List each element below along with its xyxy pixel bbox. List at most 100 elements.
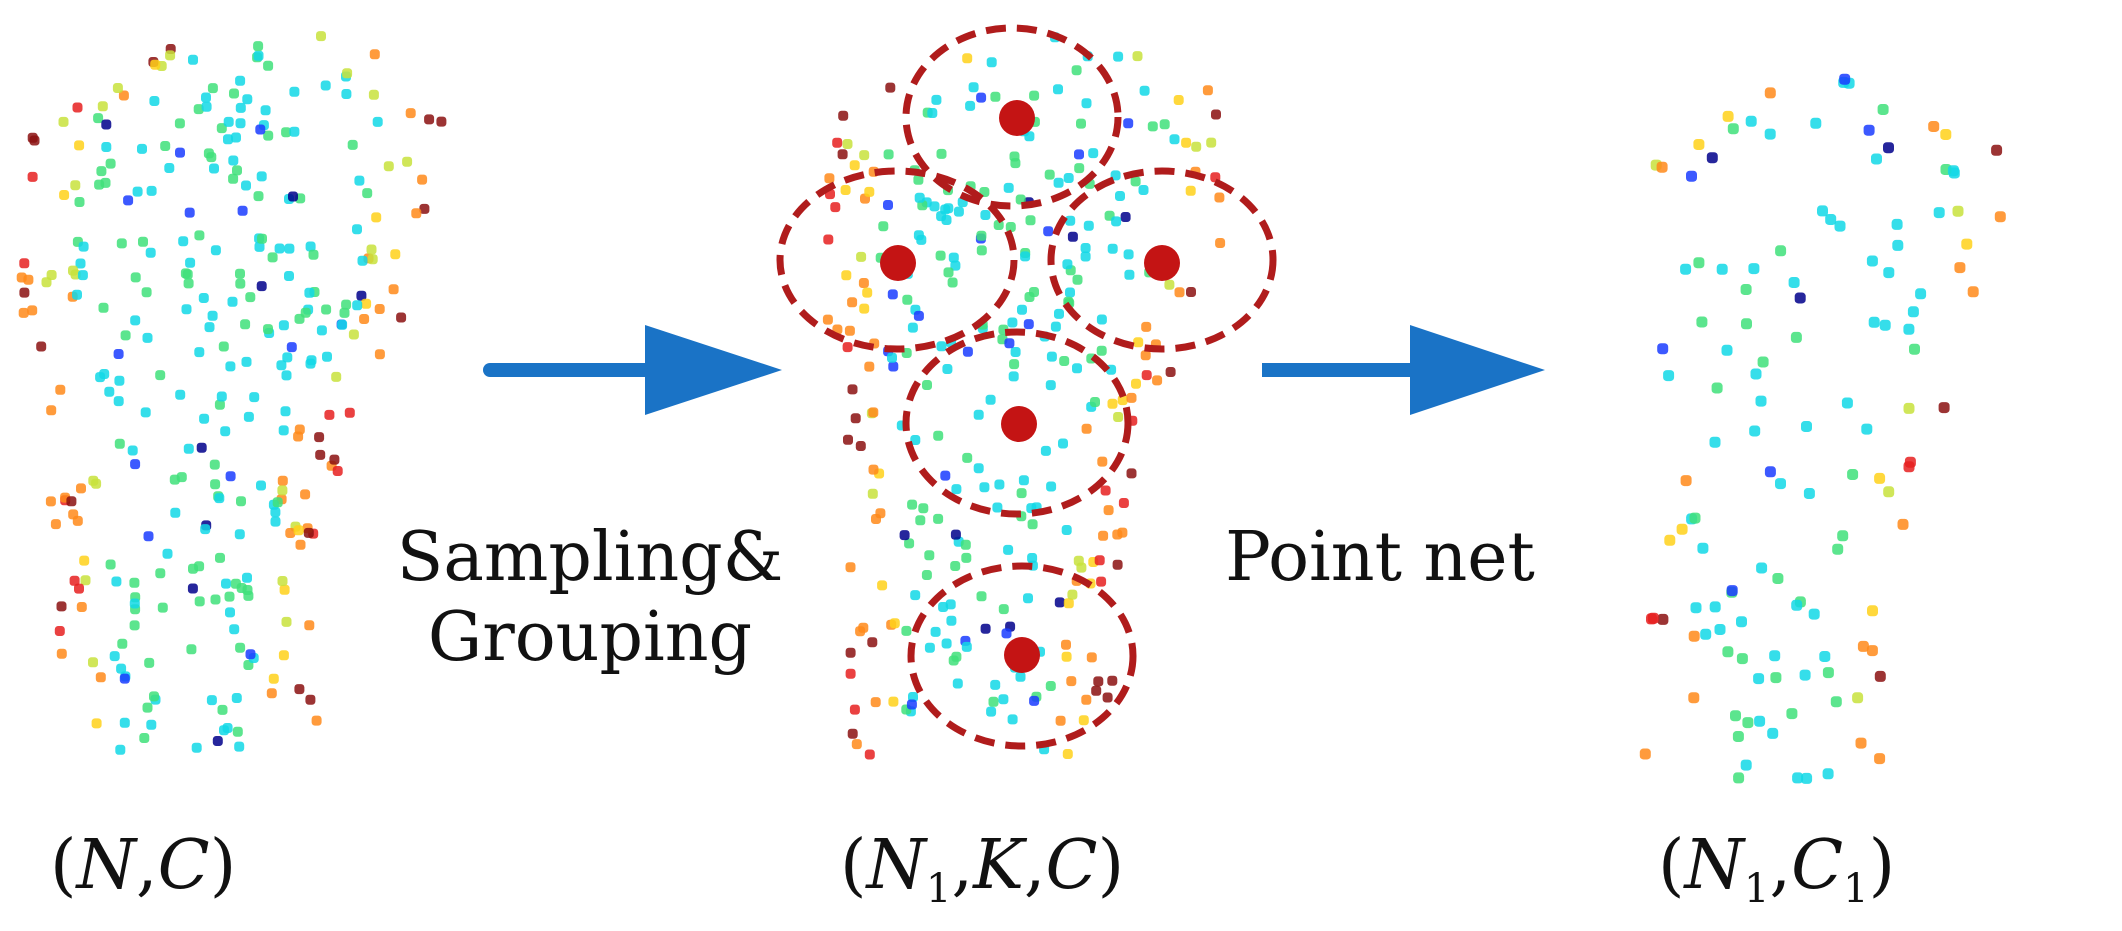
- point-cloud-dot: [66, 496, 77, 507]
- point-cloud-dot: [1915, 288, 1927, 300]
- point-cloud-dot: [1769, 650, 1781, 662]
- point-cloud-dot: [324, 409, 335, 420]
- point-cloud-dot: [1726, 585, 1738, 597]
- point-cloud-dot: [1073, 555, 1084, 566]
- var-c: C: [157, 826, 210, 905]
- point-cloud-dot: [855, 441, 866, 451]
- point-cloud-dot: [117, 638, 128, 649]
- point-cloud-dot: [961, 552, 972, 563]
- point-cloud-dot: [263, 324, 273, 335]
- point-cloud-dot: [1688, 630, 1700, 642]
- point-cloud-dot: [1004, 338, 1015, 349]
- point-cloud-dot: [220, 426, 231, 437]
- point-cloud-dot: [868, 407, 879, 418]
- point-cloud-dot: [990, 679, 1001, 690]
- point-cloud-dot: [242, 585, 253, 595]
- point-cloud-dot: [424, 114, 435, 125]
- point-cloud-dot: [95, 672, 106, 683]
- point-cloud-dot: [943, 267, 954, 278]
- point-cloud-dot: [165, 50, 176, 61]
- point-cloud-dot: [129, 620, 140, 631]
- point-cloud-dot: [1140, 350, 1151, 361]
- point-cloud-dot: [968, 82, 979, 93]
- point-cloud-dot: [130, 315, 141, 326]
- point-cloud-dot: [868, 464, 879, 475]
- point-cloud-dot: [953, 206, 964, 217]
- point-cloud-dot: [1866, 645, 1878, 657]
- point-cloud-dot: [822, 314, 833, 325]
- point-cloud-dot: [276, 360, 287, 371]
- point-cloud-dot: [277, 475, 288, 486]
- point-cloud-dot: [18, 307, 29, 318]
- point-cloud-dot: [1088, 148, 1099, 159]
- point-cloud-dot: [372, 116, 383, 127]
- point-cloud-dot: [199, 413, 210, 424]
- point-cloud-dot: [1053, 177, 1064, 188]
- point-cloud-dot: [1799, 669, 1811, 681]
- point-cloud-dot: [79, 555, 90, 566]
- point-cloud-dot: [235, 102, 246, 113]
- point-cloud-dot: [277, 576, 288, 586]
- point-cloud-dot: [980, 623, 991, 634]
- point-cloud-dot: [218, 341, 229, 352]
- point-cloud-dot: [217, 704, 228, 715]
- point-cloud-dot: [138, 236, 148, 247]
- point-cloud-dot: [1855, 737, 1867, 749]
- point-cloud-dot: [927, 108, 938, 118]
- point-cloud-dot: [254, 241, 265, 252]
- point-cloud-dot: [945, 599, 956, 610]
- point-cloud-dot: [913, 174, 924, 185]
- point-cloud-dot: [1764, 466, 1776, 478]
- point-cloud-dot: [1040, 445, 1051, 456]
- point-cloud-dot: [212, 736, 223, 746]
- point-cloud-dot: [1676, 523, 1688, 535]
- point-cloud-dot: [962, 452, 973, 463]
- point-cloud-dot: [278, 650, 289, 661]
- point-cloud-dot: [847, 728, 858, 739]
- point-cloud-dot: [200, 524, 211, 535]
- point-cloud-dot: [1742, 717, 1754, 729]
- point-cloud-dot: [105, 158, 116, 169]
- point-cloud-dot: [139, 733, 150, 743]
- point-cloud-dot: [1837, 530, 1849, 542]
- point-cloud-dot: [1029, 90, 1040, 101]
- point-cloud-dot: [1071, 65, 1082, 76]
- var-n: N: [1684, 826, 1745, 905]
- point-cloud-dot: [231, 693, 242, 703]
- point-cloud-dot: [270, 516, 281, 527]
- point-cloud-dot: [359, 314, 370, 324]
- point-cloud-dot: [223, 116, 234, 127]
- point-cloud-dot: [1214, 192, 1225, 203]
- point-cloud-dot: [1857, 640, 1869, 652]
- point-cloud-dot: [993, 220, 1004, 230]
- point-cloud-dot: [1015, 671, 1026, 682]
- point-cloud-dot: [321, 304, 332, 315]
- point-cloud-dot: [1027, 553, 1038, 563]
- point-cloud-dot: [113, 396, 124, 407]
- point-cloud-dot: [332, 466, 343, 476]
- point-cloud-dot: [1733, 772, 1745, 784]
- point-cloud-dot: [1169, 134, 1180, 145]
- point-cloud-dot: [272, 497, 283, 508]
- point-cloud-dot: [904, 538, 915, 549]
- point-cloud-dot: [832, 137, 843, 148]
- point-cloud-dot: [116, 238, 127, 249]
- point-cloud-dot: [933, 513, 944, 524]
- point-cloud-dot: [976, 245, 987, 256]
- point-cloud-dot: [235, 118, 246, 129]
- point-cloud-dot: [354, 175, 365, 186]
- point-cloud-dot: [329, 454, 340, 465]
- point-cloud-dot: [130, 272, 141, 283]
- point-cloud-dot: [1764, 87, 1776, 99]
- point-cloud-dot: [288, 191, 298, 202]
- point-cloud-dot: [1010, 347, 1021, 357]
- point-cloud-dot: [845, 668, 856, 679]
- point-cloud-dot: [96, 166, 107, 177]
- point-cloud-dot: [27, 305, 38, 316]
- arrow-point-net: [1262, 325, 1545, 415]
- point-cloud-dot: [1107, 398, 1118, 409]
- point-cloud-dot: [962, 53, 973, 64]
- point-cloud-dot: [228, 155, 239, 166]
- point-cloud-dot: [1967, 286, 1979, 298]
